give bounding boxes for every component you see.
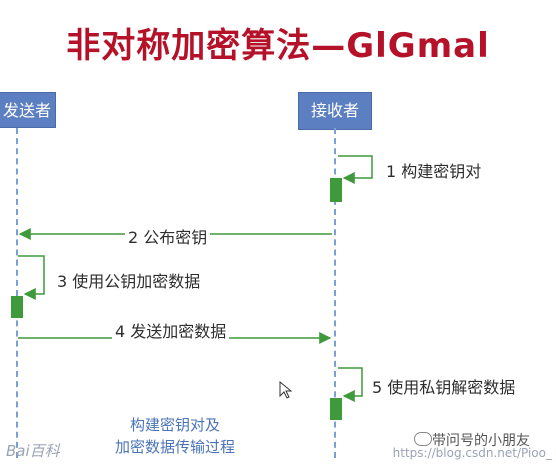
url-watermark: https://blog.csdn.net/Pioo_ [392, 446, 552, 460]
baidu-watermark: Bai百科 [6, 442, 60, 460]
message-label-3: 3 使用公钥加密数据 [54, 268, 204, 292]
arrow-self-1 [338, 155, 373, 184]
arrow-self-3 [18, 255, 45, 300]
activation-receiver-5 [330, 398, 342, 420]
diagram-title: 非对称加密算法—GlGmal [66, 26, 490, 66]
arrow-self-5 [338, 367, 363, 402]
activation-receiver-1 [330, 178, 342, 202]
message-label-4: 4 发送加密数据 [112, 318, 230, 342]
caption-line-2: 加密数据传输过程 [114, 438, 235, 456]
diagram-caption: 构建密钥对及 加密数据传输过程 [80, 414, 270, 458]
wechat-watermark: 带问号的小朋友 [432, 433, 530, 449]
message-label-2: 2 公布密钥 [125, 224, 211, 248]
mouse-cursor-icon [279, 380, 293, 399]
sender-lifeline [16, 128, 18, 458]
caption-line-1: 构建密钥对及 [129, 416, 220, 434]
message-label-5: 5 使用私钥解密数据 [369, 374, 519, 398]
wechat-icon [414, 432, 432, 446]
activation-sender-3 [11, 296, 23, 318]
receiver-lifeline [334, 128, 336, 458]
actor-sender: 发送者 [0, 92, 56, 128]
message-label-1: 1 构建密钥对 [383, 158, 485, 182]
